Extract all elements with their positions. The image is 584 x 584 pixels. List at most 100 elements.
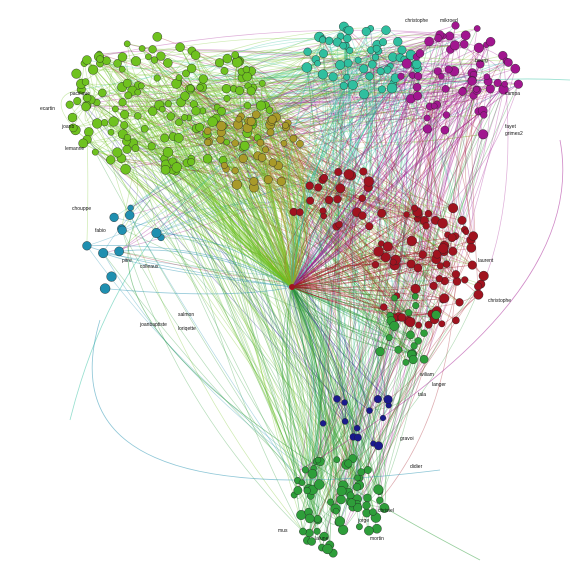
graph-node: [424, 209, 433, 218]
edge: [367, 317, 403, 470]
graph-node: [99, 283, 111, 294]
edge: [260, 105, 454, 209]
graph-node: [156, 51, 166, 61]
edge: [154, 59, 213, 122]
edge: [176, 83, 438, 312]
edge: [172, 170, 345, 403]
edge: [244, 56, 417, 146]
edge: [85, 38, 324, 108]
edge: [168, 103, 312, 497]
graph-node: [435, 275, 444, 283]
graph-node: [339, 42, 347, 50]
graph-node: [379, 414, 387, 422]
graph-node: [473, 25, 481, 32]
graph-node: [346, 47, 354, 55]
hub-edge: [291, 286, 411, 336]
graph-node: [220, 67, 229, 75]
edge: [152, 49, 354, 508]
hub-edge: [291, 286, 369, 471]
edge: [299, 211, 418, 269]
graph-node: [124, 210, 135, 220]
edge: [122, 56, 349, 493]
edge: [60, 89, 82, 131]
graph-node: [431, 310, 441, 320]
graph-node: [124, 91, 132, 100]
edge: [196, 128, 342, 492]
edge: [164, 158, 309, 513]
edge: [122, 86, 445, 253]
hub-edge: [165, 164, 293, 288]
graph-node: [376, 67, 385, 76]
graph-node: [159, 105, 166, 113]
edge: [212, 121, 427, 227]
outer-arc: [91, 319, 441, 481]
edge: [379, 36, 444, 492]
hub-edge: [291, 84, 354, 288]
graph-node: [344, 25, 354, 36]
hub-edge: [251, 70, 306, 288]
edge: [127, 43, 447, 116]
graph-node: [130, 56, 141, 67]
edge: [81, 89, 395, 299]
hub-edge: [199, 126, 293, 288]
hub-edge: [124, 114, 293, 288]
graph-node: [180, 91, 190, 101]
edge: [234, 142, 484, 277]
edge: [115, 70, 455, 110]
graph-node: [422, 222, 430, 230]
edge: [201, 86, 437, 316]
hub-edge: [291, 286, 413, 355]
hub-edge: [290, 48, 377, 288]
edge: [81, 80, 473, 86]
edge: [113, 121, 411, 336]
hub-edge: [125, 168, 293, 288]
edge: [412, 75, 433, 360]
graph-node: [68, 123, 78, 133]
graph-node: [82, 241, 92, 251]
edge: [99, 63, 445, 253]
graph-node: [148, 45, 157, 54]
graph-node: [267, 115, 277, 124]
hub-edge: [291, 77, 396, 288]
graph-node: [353, 482, 362, 491]
edge: [227, 95, 474, 100]
hub-edge: [275, 117, 294, 288]
edge: [348, 30, 428, 130]
graph-node: [160, 133, 170, 143]
edge: [418, 45, 456, 215]
edge: [216, 107, 295, 213]
graph-node: [418, 250, 427, 259]
edge: [201, 86, 370, 411]
graph-node: [353, 424, 361, 432]
edge: [283, 143, 458, 282]
edge: [99, 58, 299, 481]
graph-node: [266, 128, 275, 137]
edge: [413, 214, 440, 280]
edge: [306, 67, 382, 244]
edge: [122, 44, 378, 103]
hub-edge: [247, 105, 298, 288]
edge: [342, 83, 506, 531]
edge: [285, 125, 362, 473]
graph-node: [120, 121, 129, 130]
hub-edge: [291, 80, 473, 288]
edge: [132, 90, 481, 285]
graph-node: [354, 433, 362, 442]
edge: [127, 95, 320, 485]
graph-node: [306, 196, 315, 205]
node-label: christophe: [405, 18, 428, 24]
edge: [178, 77, 313, 474]
edge: [328, 199, 385, 419]
edge: [133, 35, 444, 144]
node-label: grimes2: [505, 131, 523, 137]
edge: [98, 56, 407, 215]
graph-node: [381, 25, 391, 35]
hub-edge: [172, 136, 293, 288]
hub-edge: [132, 90, 293, 288]
graph-node: [442, 260, 451, 268]
edge: [376, 44, 455, 50]
edge: [452, 208, 484, 277]
graph-node: [365, 72, 374, 81]
hub-edge: [291, 174, 350, 288]
graph-node: [445, 31, 455, 41]
